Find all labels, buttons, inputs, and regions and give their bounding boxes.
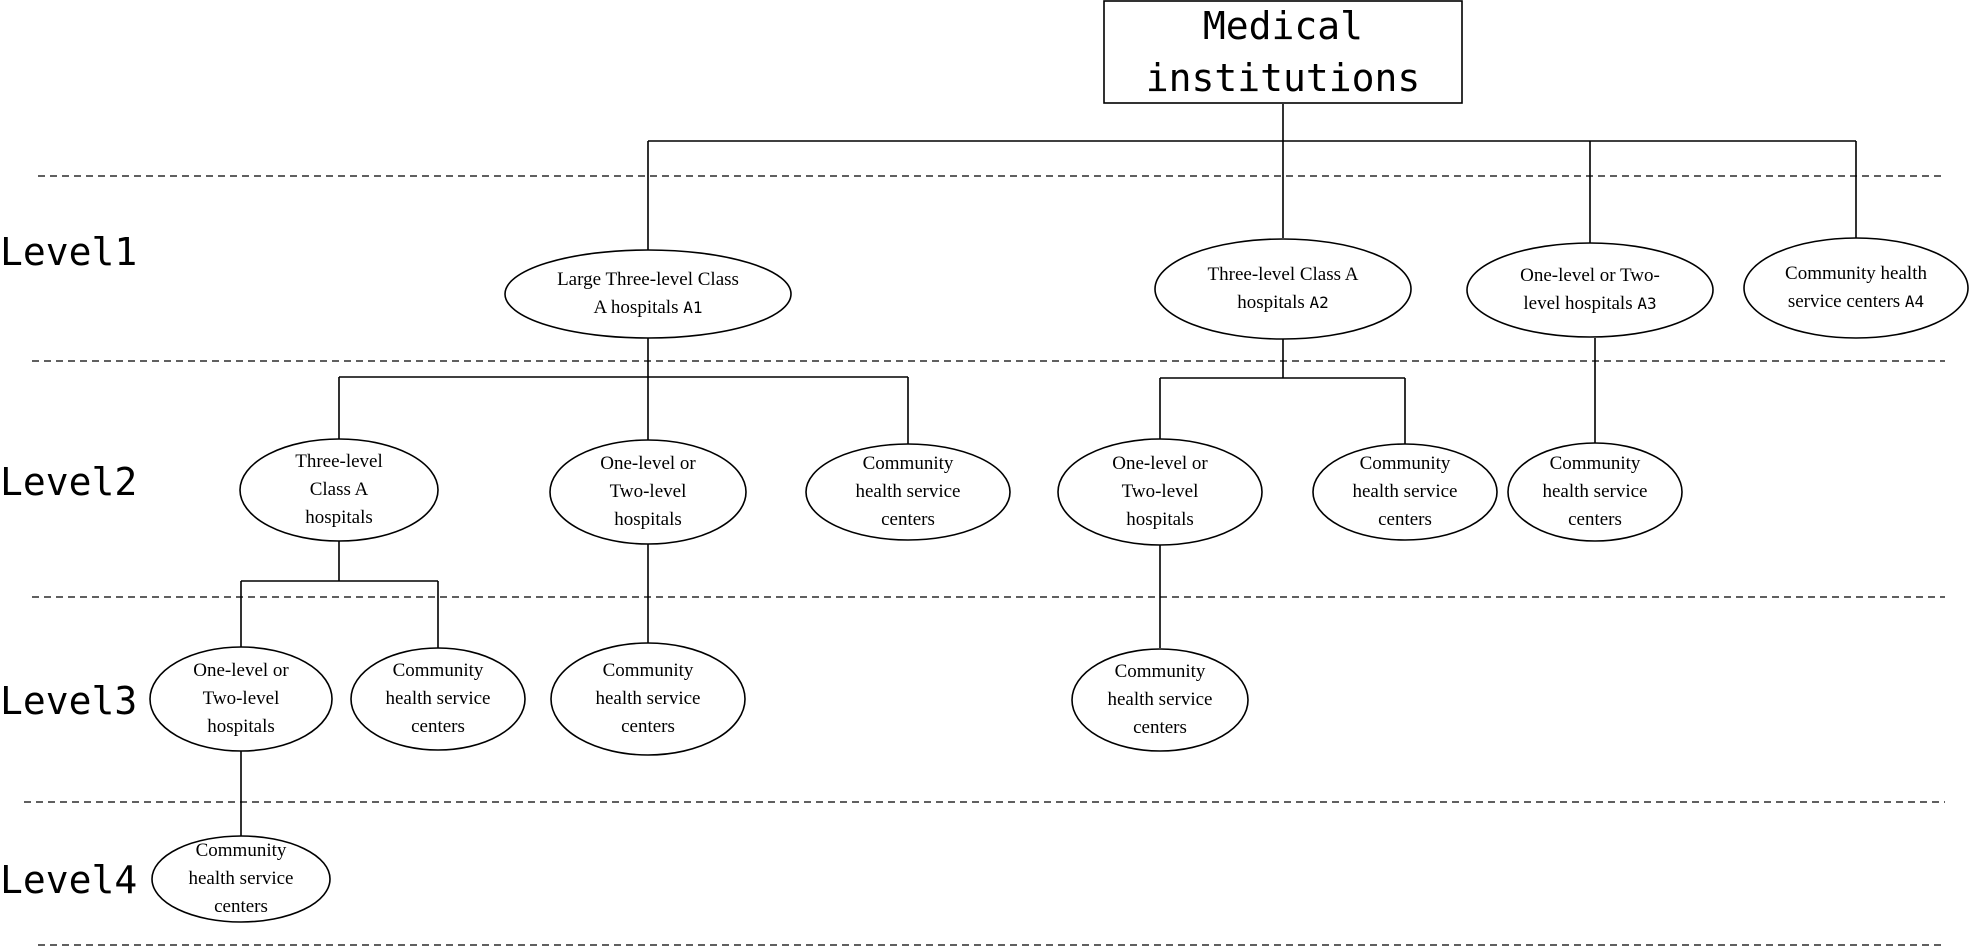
node-l2-three-line2: Class A: [309, 479, 369, 500]
connector-a1-level2: [338, 338, 909, 446]
node-a4: Community health service centers A4: [1744, 238, 1968, 338]
node-l3-onetwo-chsc: Community health service centers: [551, 643, 745, 755]
node-l3-a2-chsc-line3: centers: [1133, 717, 1187, 738]
node-a1-code: A1: [683, 298, 703, 317]
node-l2-chsc-line2: health service: [855, 481, 961, 502]
node-a2: Three-level Class A hospitals A2: [1155, 239, 1411, 339]
node-l2-onetwo-line1: One-level or: [600, 453, 696, 474]
node-l3-a2-chsc-line1: Community: [1114, 661, 1206, 682]
node-l2-a3-chsc-line1: Community: [1549, 453, 1641, 474]
root-node: Medical institutions: [1104, 0, 1462, 104]
node-a1-ellipse: [504, 249, 792, 339]
root-box: [1103, 0, 1463, 104]
node-l3-onetwo-chsc-ellipse: [550, 642, 746, 756]
node-l3-onetwo-line2: Two-level: [202, 688, 280, 709]
node-l3-onetwo-chsc-line2: health service: [595, 688, 701, 709]
node-l2-three-line1: Three-level: [295, 451, 383, 472]
node-l3-onetwo-ellipse: [149, 646, 333, 752]
node-l3-a2-chsc-ellipse: [1071, 648, 1249, 752]
node-a4-line1: Community health: [1785, 263, 1927, 284]
node-l4-chsc-line1: Community: [195, 840, 287, 861]
node-a2-ellipse: [1154, 238, 1412, 340]
root-title-line1: Medical: [1202, 4, 1364, 48]
node-l2-a2-chsc-ellipse: [1312, 443, 1498, 541]
node-l3-a2-chsc: Community health service centers: [1072, 649, 1248, 751]
level-label-1: Level1: [0, 230, 138, 274]
node-l3-chsc-line1: Community: [392, 660, 484, 681]
node-l2-a2-chsc-line3: centers: [1378, 509, 1432, 530]
node-a3-line1: One-level or Two-: [1520, 265, 1660, 286]
node-l2-onetwo: One-level or Two-level hospitals: [550, 440, 746, 544]
node-l3-chsc-line2: health service: [385, 688, 491, 709]
node-l2-a2-onetwo-line1: One-level or: [1112, 453, 1208, 474]
node-a1-line1: Large Three-level Class: [557, 269, 739, 290]
node-l2-a2-onetwo: One-level or Two-level hospitals: [1058, 439, 1262, 545]
node-l2-a3-chsc-line3: centers: [1568, 509, 1622, 530]
node-l2-chsc-line3: centers: [881, 509, 935, 530]
node-a4-code: A4: [1904, 292, 1925, 311]
node-l2-a2-onetwo-line3: hospitals: [1126, 509, 1194, 530]
node-l2-three-ellipse: [239, 438, 439, 542]
node-l3-chsc-ellipse: [350, 647, 526, 751]
node-a1-line2: A hospitals: [593, 297, 679, 318]
node-l2-a2-chsc-line2: health service: [1352, 481, 1458, 502]
node-l3-onetwo-chsc-line1: Community: [602, 660, 694, 681]
node-l2-chsc-line1: Community: [862, 453, 954, 474]
connector-root-level1: [647, 104, 1857, 250]
node-l4-chsc: Community health service centers: [152, 836, 330, 922]
node-l2-a2-onetwo-ellipse: [1057, 438, 1263, 546]
node-l2-three: Three-level Class A hospitals: [240, 439, 438, 541]
node-l3-onetwo-chsc-line3: centers: [621, 716, 675, 737]
node-l2-chsc-ellipse: [805, 443, 1011, 541]
node-l2-a2-chsc-line1: Community: [1359, 453, 1451, 474]
node-l2-onetwo-ellipse: [549, 439, 747, 545]
level-label-3: Level3: [0, 679, 138, 723]
node-l4-chsc-ellipse: [151, 835, 331, 923]
node-l2-a3-chsc-ellipse: [1507, 442, 1683, 542]
node-a4-line2: service centers: [1787, 291, 1901, 312]
node-l2-a3-chsc: Community health service centers: [1508, 443, 1682, 541]
root-title-line2: institutions: [1145, 56, 1421, 100]
node-a3: One-level or Two- level hospitals A3: [1467, 243, 1713, 337]
node-l2-onetwo-line3: hospitals: [614, 509, 682, 530]
node-l3-chsc: Community health service centers: [351, 648, 525, 750]
node-a3-code: A3: [1637, 294, 1657, 313]
node-a4-ellipse: [1743, 237, 1969, 339]
node-l2-a2-chsc: Community health service centers: [1313, 444, 1497, 540]
node-l2-onetwo-line2: Two-level: [609, 481, 687, 502]
node-a3-line2: level hospitals: [1523, 293, 1633, 314]
node-a1: Large Three-level Class A hospitals A1: [505, 250, 791, 338]
node-l3-onetwo: One-level or Two-level hospitals: [150, 647, 332, 751]
node-l3-chsc-line3: centers: [411, 716, 465, 737]
node-l3-onetwo-line1: One-level or: [193, 660, 289, 681]
node-a2-code: A2: [1309, 293, 1329, 312]
node-l2-chsc: Community health service centers: [806, 444, 1010, 540]
level-label-2: Level2: [0, 460, 138, 504]
level-label-4: Level4: [0, 858, 138, 902]
connector-three-level3: [240, 541, 439, 648]
node-l3-onetwo-line3: hospitals: [207, 716, 275, 737]
node-a2-line2: hospitals: [1237, 292, 1305, 313]
node-l2-three-line3: hospitals: [305, 507, 373, 528]
node-l4-chsc-line3: centers: [214, 896, 268, 917]
node-l2-a3-chsc-line2: health service: [1542, 481, 1648, 502]
node-a2-line1: Three-level Class A: [1207, 264, 1359, 285]
node-l4-chsc-line2: health service: [188, 868, 294, 889]
connector-a2-level2: [1159, 339, 1406, 444]
node-l3-a2-chsc-line2: health service: [1107, 689, 1213, 710]
node-a3-ellipse: [1466, 242, 1714, 338]
node-l2-a2-onetwo-line2: Two-level: [1121, 481, 1199, 502]
